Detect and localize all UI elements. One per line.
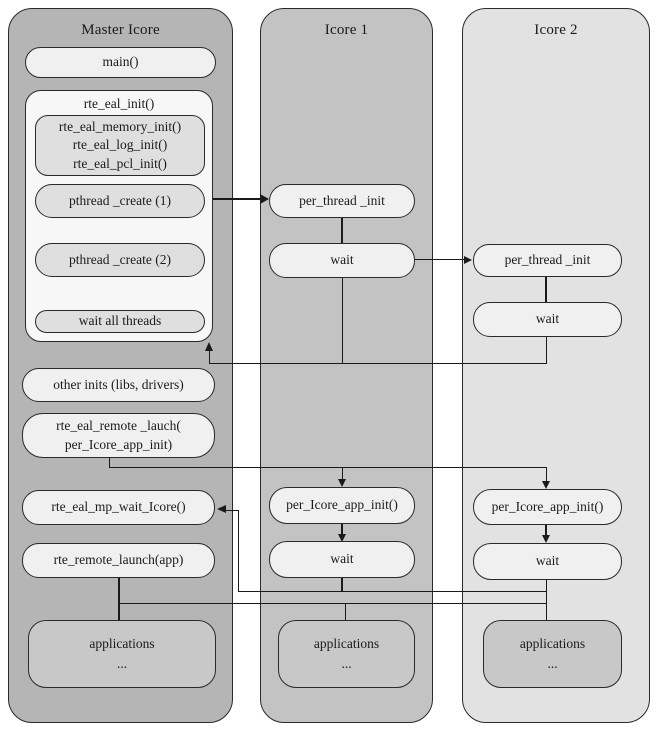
wait-bottom-label-icore1: wait — [330, 551, 354, 567]
per-icore-app-init-label-icore1: per_Icore_app_init() — [286, 497, 398, 513]
pthread-create-1-label: pthread _create (1) — [69, 192, 171, 208]
wait-top-label-icore2: wait — [535, 311, 560, 327]
applications-ellipsis-icore2: ... — [547, 655, 558, 671]
other-inits-box: other inits (libs, drivers) — [22, 368, 215, 402]
main-box-label: main() — [102, 54, 139, 70]
arrow-wait1-to-per-thread-init2-line — [415, 259, 465, 260]
line-per-thread-init1-to-wait1 — [341, 218, 343, 244]
line-mp-wait-join-vertical — [238, 510, 239, 592]
rte-eal-init-title: rte_eal_init() — [83, 96, 155, 111]
mp-wait-label: rte_eal_mp_wait_Icore() — [51, 499, 186, 515]
wait-top-label-icore1: wait — [330, 252, 354, 268]
main-box: main() — [25, 47, 216, 78]
remote-launch-app-label: rte_remote_launch(app) — [53, 552, 184, 568]
line-app-init2-to-wait — [545, 525, 547, 536]
per-thread-init-box-icore1: per_thread _init — [269, 184, 415, 218]
line-remote-launch-to-apps-master — [118, 578, 120, 620]
applications-box-master: applications ... — [28, 620, 216, 688]
arrow-wait1-to-per-thread-init2-head — [464, 256, 472, 264]
master-icore-column-title: Master Icore — [81, 22, 160, 38]
applications-box-icore1: applications ... — [278, 620, 415, 688]
pthread-create-2-label: pthread _create (2) — [69, 251, 171, 267]
pcl-init-label: rte_eal_pcl_init() — [73, 155, 167, 171]
icore2-column: Icore 2 — [462, 8, 650, 723]
applications-ellipsis-icore1: ... — [341, 655, 352, 671]
line-remote-lauch-horizontal — [109, 467, 547, 468]
line-wait2-down — [546, 337, 547, 364]
wait-all-threads-label: wait all threads — [78, 313, 162, 329]
other-inits-label: other inits (libs, drivers) — [53, 376, 184, 392]
arrow-pthread1-to-per-thread-init-line — [205, 198, 261, 200]
arrow-into-eal-init-head — [205, 342, 213, 351]
line-to-per-icore-app-init2 — [546, 467, 547, 482]
applications-label-master: applications — [89, 636, 155, 652]
arrow-into-per-icore-app-init2 — [542, 481, 550, 489]
per-thread-init-box-icore2: per_thread _init — [473, 244, 622, 277]
line-wait1b-down — [341, 578, 343, 592]
line-waits-join-horizontal — [210, 363, 547, 364]
wait-top-box-icore2: wait — [473, 302, 622, 337]
arrow-app-init1-to-wait-head — [338, 534, 346, 542]
pthread-create-2-box: pthread _create (2) — [35, 243, 205, 277]
line-per-thread-init2-to-wait2 — [545, 277, 547, 303]
pthread-create-1-box: pthread _create (1) — [35, 184, 205, 218]
arrow-app-init2-to-wait-head — [542, 535, 550, 543]
wait-all-threads-box: wait all threads — [35, 310, 205, 333]
wait-bottom-box-icore1: wait — [269, 541, 415, 578]
line-wait1-down — [342, 278, 343, 364]
arrow-pthread1-to-per-thread-init-head — [260, 194, 269, 204]
per-icore-app-init-box-icore2: per_Icore_app_init() — [473, 489, 622, 525]
applications-label-icore1: applications — [313, 636, 380, 652]
remote-lauch-line1: rte_eal_remote _lauch( — [56, 418, 181, 434]
wait-top-box-icore1: wait — [269, 243, 415, 278]
line-app-init1-to-wait — [341, 524, 343, 535]
icore1-column-title: Icore 1 — [324, 22, 369, 38]
applications-box-icore2: applications ... — [483, 620, 622, 688]
icore1-column: Icore 1 — [260, 8, 433, 723]
applications-label-icore2: applications — [519, 636, 586, 652]
arrow-into-per-icore-app-init1 — [338, 479, 346, 487]
remote-lauch-line2: per_Icore_app_init) — [64, 436, 173, 452]
per-thread-init-label-icore1: per_thread _init — [299, 192, 385, 208]
icore2-column-title: Icore 2 — [534, 22, 578, 38]
line-launch-horizontal — [119, 603, 547, 604]
applications-ellipsis-master: ... — [116, 655, 128, 671]
line-wait2b-to-apps-icore2 — [546, 580, 547, 620]
per-icore-app-init-label-icore2: per_Icore_app_init() — [491, 498, 604, 514]
line-to-per-icore-app-init1 — [342, 467, 343, 480]
rte-remote-launch-app-box: rte_remote_launch(app) — [22, 543, 215, 578]
line-launch-to-apps-icore1 — [345, 603, 346, 620]
line-into-mp-wait — [226, 510, 239, 511]
memory-init-label: rte_eal_memory_init() — [58, 119, 182, 135]
wait-bottom-label-icore2: wait — [535, 553, 560, 569]
per-icore-app-init-box-icore1: per_Icore_app_init() — [269, 487, 415, 524]
rte-eal-remote-lauch-box: rte_eal_remote _lauch( per_Icore_app_ini… — [22, 413, 215, 458]
arrow-into-mp-wait-head — [217, 505, 226, 513]
log-init-label: rte_eal_log_init() — [72, 137, 168, 153]
line-remote-lauch-drop — [109, 458, 110, 468]
line-join-up-to-eal-init — [209, 351, 210, 364]
memory-log-pcl-init-box: rte_eal_memory_init() rte_eal_log_init()… — [35, 115, 205, 176]
per-thread-init-label-icore2: per_thread _init — [504, 252, 591, 268]
line-mp-wait-join-horizontal — [238, 591, 547, 592]
wait-bottom-box-icore2: wait — [473, 543, 622, 580]
rte-eal-mp-wait-icore-box: rte_eal_mp_wait_Icore() — [22, 490, 215, 525]
